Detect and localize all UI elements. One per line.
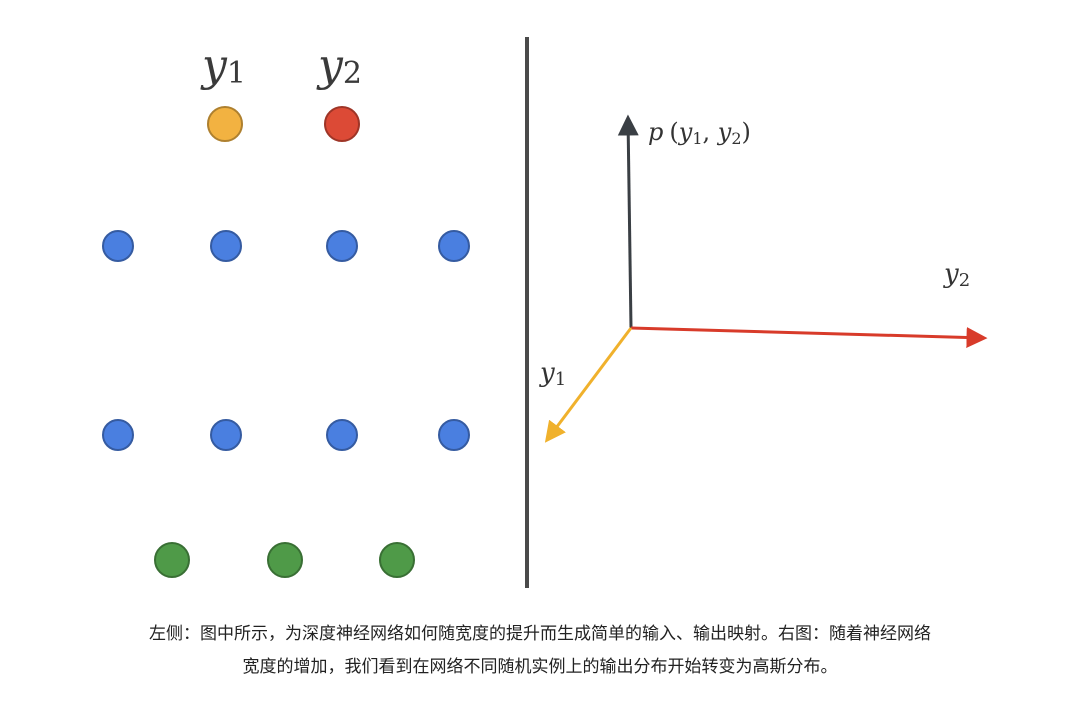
- hidden-node-1-1: [210, 230, 242, 262]
- network-nodes: [102, 106, 470, 578]
- hidden-node-1-2: [326, 230, 358, 262]
- hidden-node-2-0: [102, 419, 134, 451]
- vertical-axis-label: p(y1, y2): [648, 118, 751, 148]
- horizontal-axis-arrow: [630, 326, 988, 349]
- output-node-0-1: [324, 106, 360, 142]
- vertical-axis-arrow: [617, 114, 639, 329]
- hidden-node-1-0: [102, 230, 134, 262]
- output-node-0-0: [207, 106, 243, 142]
- input-node-3-0: [154, 542, 190, 578]
- diagonal-axis-label: y1: [539, 358, 566, 390]
- input-node-3-1: [267, 542, 303, 578]
- diagonal-axis-arrow: [544, 327, 633, 443]
- figure-diagram: y1 y2 p(y1, y2) y2: [102, 37, 988, 588]
- caption-line-1: 左侧：图中所示，为深度神经网络如何随宽度的提升而生成简单的输入、输出映射。右图：…: [149, 624, 931, 644]
- distribution-axes-panel: p(y1, y2) y2 y1: [539, 114, 988, 443]
- figure-caption: 左侧：图中所示，为深度神经网络如何随宽度的提升而生成简单的输入、输出映射。右图：…: [0, 618, 1080, 684]
- hidden-node-2-3: [438, 419, 470, 451]
- hidden-node-1-3: [438, 230, 470, 262]
- horizontal-axis-label: y2: [943, 259, 970, 291]
- hidden-node-2-2: [326, 419, 358, 451]
- output-label-y1: y1: [200, 40, 246, 91]
- caption-line-2: 宽度的增加，我们看到在网络不同随机实例上的输出分布开始转变为高斯分布。: [242, 657, 838, 677]
- hidden-node-2-1: [210, 419, 242, 451]
- output-label-y2: y2: [316, 40, 362, 91]
- input-node-3-2: [379, 542, 415, 578]
- network-panel: y1 y2: [102, 40, 470, 578]
